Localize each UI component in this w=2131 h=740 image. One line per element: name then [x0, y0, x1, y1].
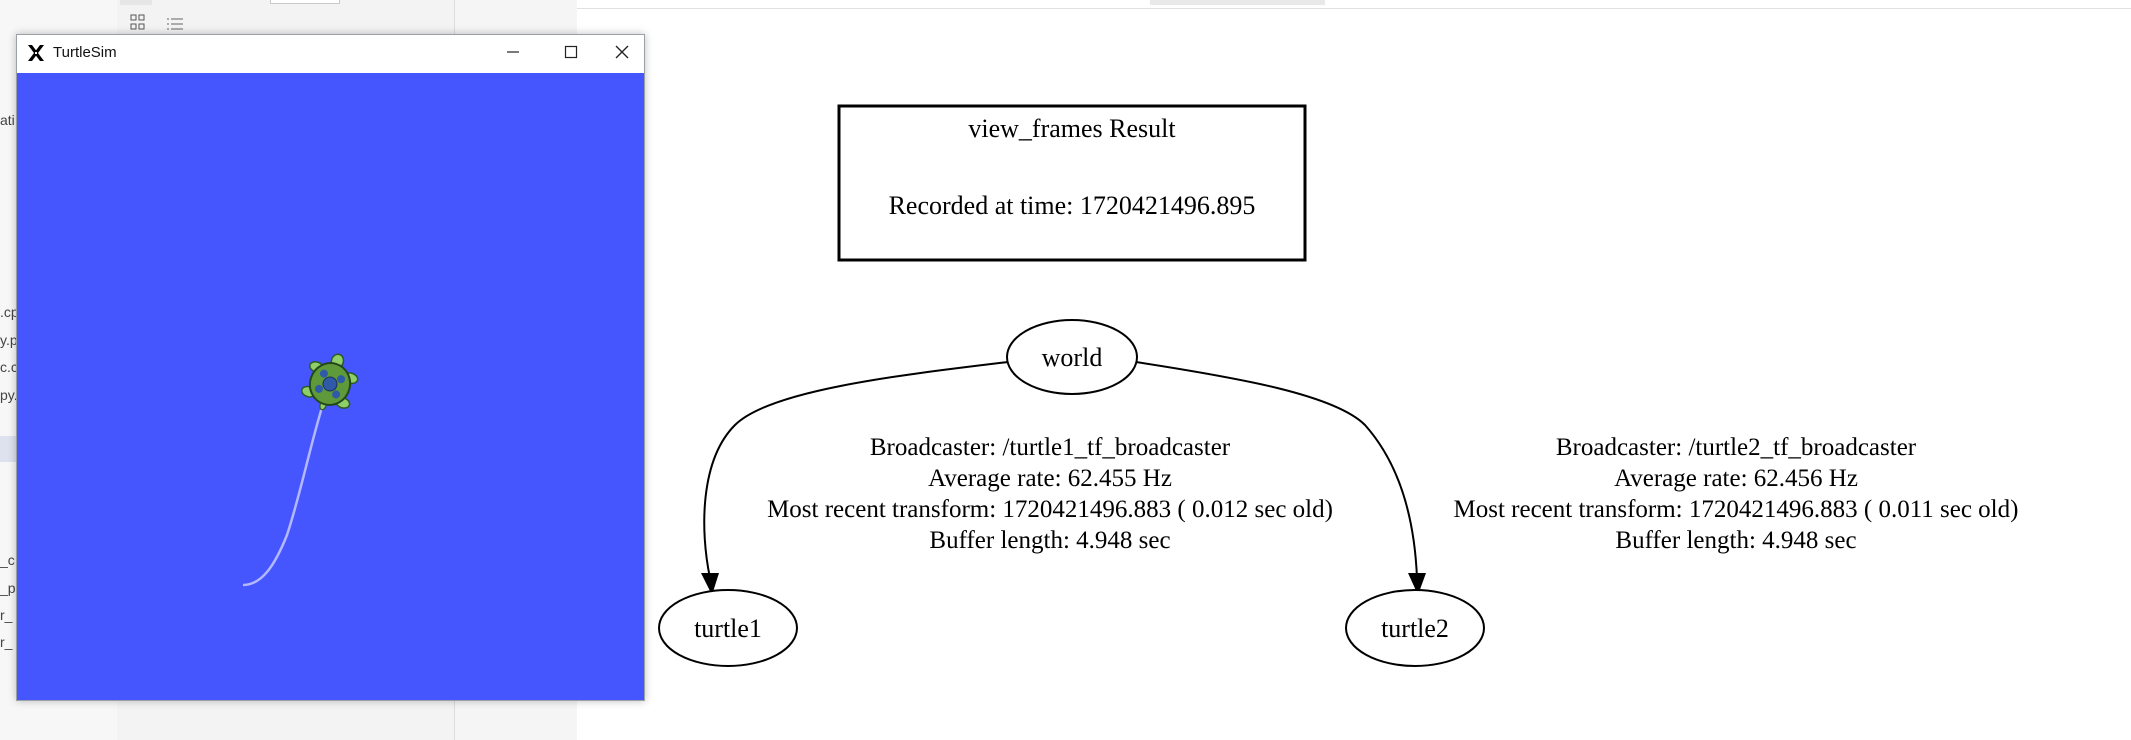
arrowhead-turtle2 [1408, 573, 1426, 595]
titlebar[interactable]: TurtleSim [17, 35, 644, 73]
file-fragment[interactable]: .cp [0, 304, 19, 320]
turtle-trail [242, 397, 327, 587]
node-turtle1: turtle1 [658, 589, 798, 667]
edge2-broadcaster: Broadcaster: /turtle2_tf_broadcaster [1556, 434, 1917, 461]
arrowhead-turtle1 [701, 573, 719, 595]
ide-toolbar-tab-left[interactable] [120, 0, 152, 5]
edge-label-turtle1: Broadcaster: /turtle1_tf_broadcaster Ave… [767, 434, 1333, 554]
file-fragment[interactable]: _p [0, 580, 16, 596]
edge-world-turtle2 [1135, 361, 1418, 579]
edge-label-turtle2: Broadcaster: /turtle2_tf_broadcaster Ave… [1454, 434, 2019, 554]
node-world-label: world [1042, 343, 1103, 372]
maximize-icon [564, 45, 578, 64]
edge1-buffer-length: Buffer length: 4.948 sec [929, 527, 1170, 554]
file-fragment[interactable]: py. [0, 387, 18, 403]
file-fragment[interactable]: _c [0, 552, 15, 568]
grid-icon[interactable] [130, 14, 146, 35]
edge2-recent-transform: Most recent transform: 1720421496.883 ( … [1454, 496, 2019, 523]
minimize-icon [506, 45, 520, 64]
edge2-average-rate: Average rate: 62.456 Hz [1614, 465, 1858, 492]
edge1-broadcaster: Broadcaster: /turtle1_tf_broadcaster [870, 434, 1231, 461]
header-time: Recorded at time: 1720421496.895 [889, 191, 1256, 220]
turtle-canvas[interactable] [17, 73, 644, 700]
edge-world-turtle1 [703, 361, 1009, 579]
edge1-recent-transform: Most recent transform: 1720421496.883 ( … [767, 496, 1333, 523]
turtle-icon [300, 353, 359, 411]
x-logo-icon [26, 43, 46, 63]
turtlesim-window[interactable]: TurtleSim [16, 34, 645, 701]
header-box: view_frames Result Recorded at time: 172… [837, 104, 1307, 262]
close-icon [615, 45, 629, 64]
list-icon[interactable] [166, 16, 184, 35]
edge1-average-rate: Average rate: 62.455 Hz [928, 465, 1172, 492]
window-title: TurtleSim [53, 44, 117, 61]
node-turtle2: turtle2 [1345, 589, 1485, 667]
minimize-button[interactable] [484, 35, 542, 73]
node-turtle1-label: turtle1 [694, 614, 762, 643]
close-button[interactable] [600, 35, 644, 73]
maximize-button[interactable] [542, 35, 600, 73]
ide-selected-row [0, 436, 16, 462]
file-fragment[interactable]: r_ [0, 607, 13, 623]
node-turtle2-label: turtle2 [1381, 614, 1449, 643]
file-fragment: ati [0, 112, 15, 128]
header-title: view_frames Result [968, 114, 1176, 143]
edge2-buffer-length: Buffer length: 4.948 sec [1615, 527, 1856, 554]
ide-toolbar-tab[interactable] [1150, 0, 1325, 5]
file-fragment[interactable]: y.p [0, 332, 18, 348]
file-fragment[interactable]: r_ [0, 634, 13, 650]
ide-toolbar-divider [577, 8, 2131, 9]
node-world: world [1006, 319, 1138, 395]
file-fragment[interactable]: c.c [0, 359, 18, 375]
ide-toolbar-field[interactable] [270, 0, 340, 4]
